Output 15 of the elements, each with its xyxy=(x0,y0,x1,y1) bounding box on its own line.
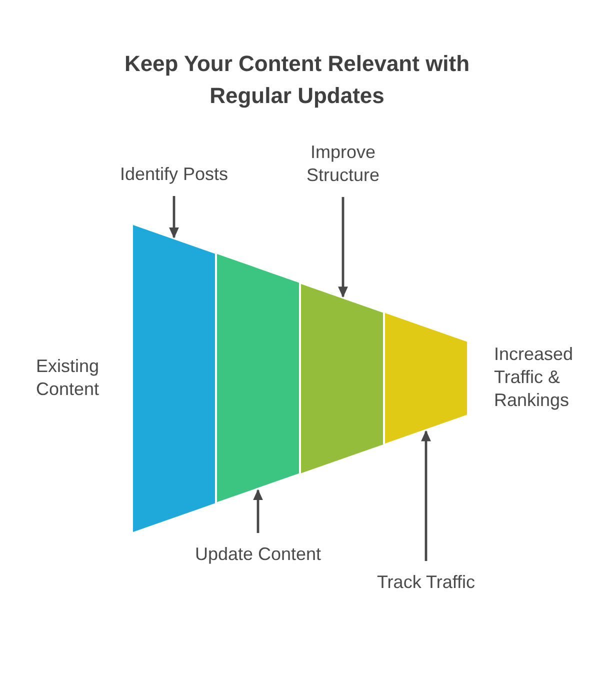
arrow xyxy=(338,197,348,298)
arrow xyxy=(253,489,263,533)
funnel-segment xyxy=(385,313,467,444)
step-label: Improve Structure xyxy=(288,141,398,187)
step-label: Identify Posts xyxy=(99,163,249,186)
outcome-label: Increased Traffic & Rankings xyxy=(494,343,574,412)
arrow xyxy=(421,430,431,561)
step-label: Track Traffic xyxy=(351,571,501,594)
funnel-segment xyxy=(133,225,215,532)
funnel-segment xyxy=(301,284,383,474)
input-label: Existing Content xyxy=(36,355,100,401)
funnel-segment xyxy=(217,254,299,503)
step-label: Update Content xyxy=(173,543,343,566)
title: Keep Your Content Relevant with Regular Updates xyxy=(123,50,471,110)
arrow xyxy=(169,196,179,238)
